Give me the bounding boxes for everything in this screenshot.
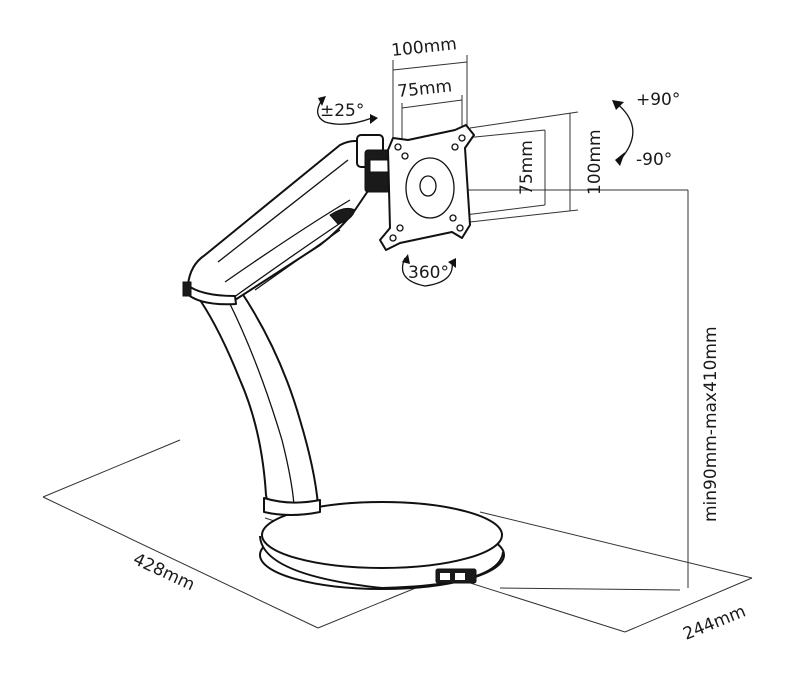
stand-base (259, 501, 505, 590)
swivel-label: 360° (408, 263, 449, 283)
gas-spring-arm (182, 134, 394, 306)
rotate-arrow-icon (612, 100, 634, 166)
rotate-minus-label: -90° (636, 150, 672, 170)
stand-column (199, 289, 321, 516)
rotate-plus-label: +90° (636, 90, 680, 110)
height-dimension (428, 189, 689, 588)
vesa-plate (379, 124, 475, 251)
vesa-outer-side-label: 100mm (585, 129, 605, 195)
tilt-label: ±25° (320, 101, 364, 121)
base-width-label: 244mm (680, 602, 748, 645)
base-length-label: 428mm (130, 549, 198, 595)
vesa-inner-top-label: 75mm (396, 76, 453, 102)
vesa-inner-side-label: 75mm (517, 140, 537, 195)
vesa-outer-top-label: 100mm (390, 34, 457, 61)
height-range-label: min90mm-max410mm (701, 326, 721, 522)
tilt-arrow-icon (317, 96, 378, 125)
swivel-arrow-icon (401, 254, 456, 287)
